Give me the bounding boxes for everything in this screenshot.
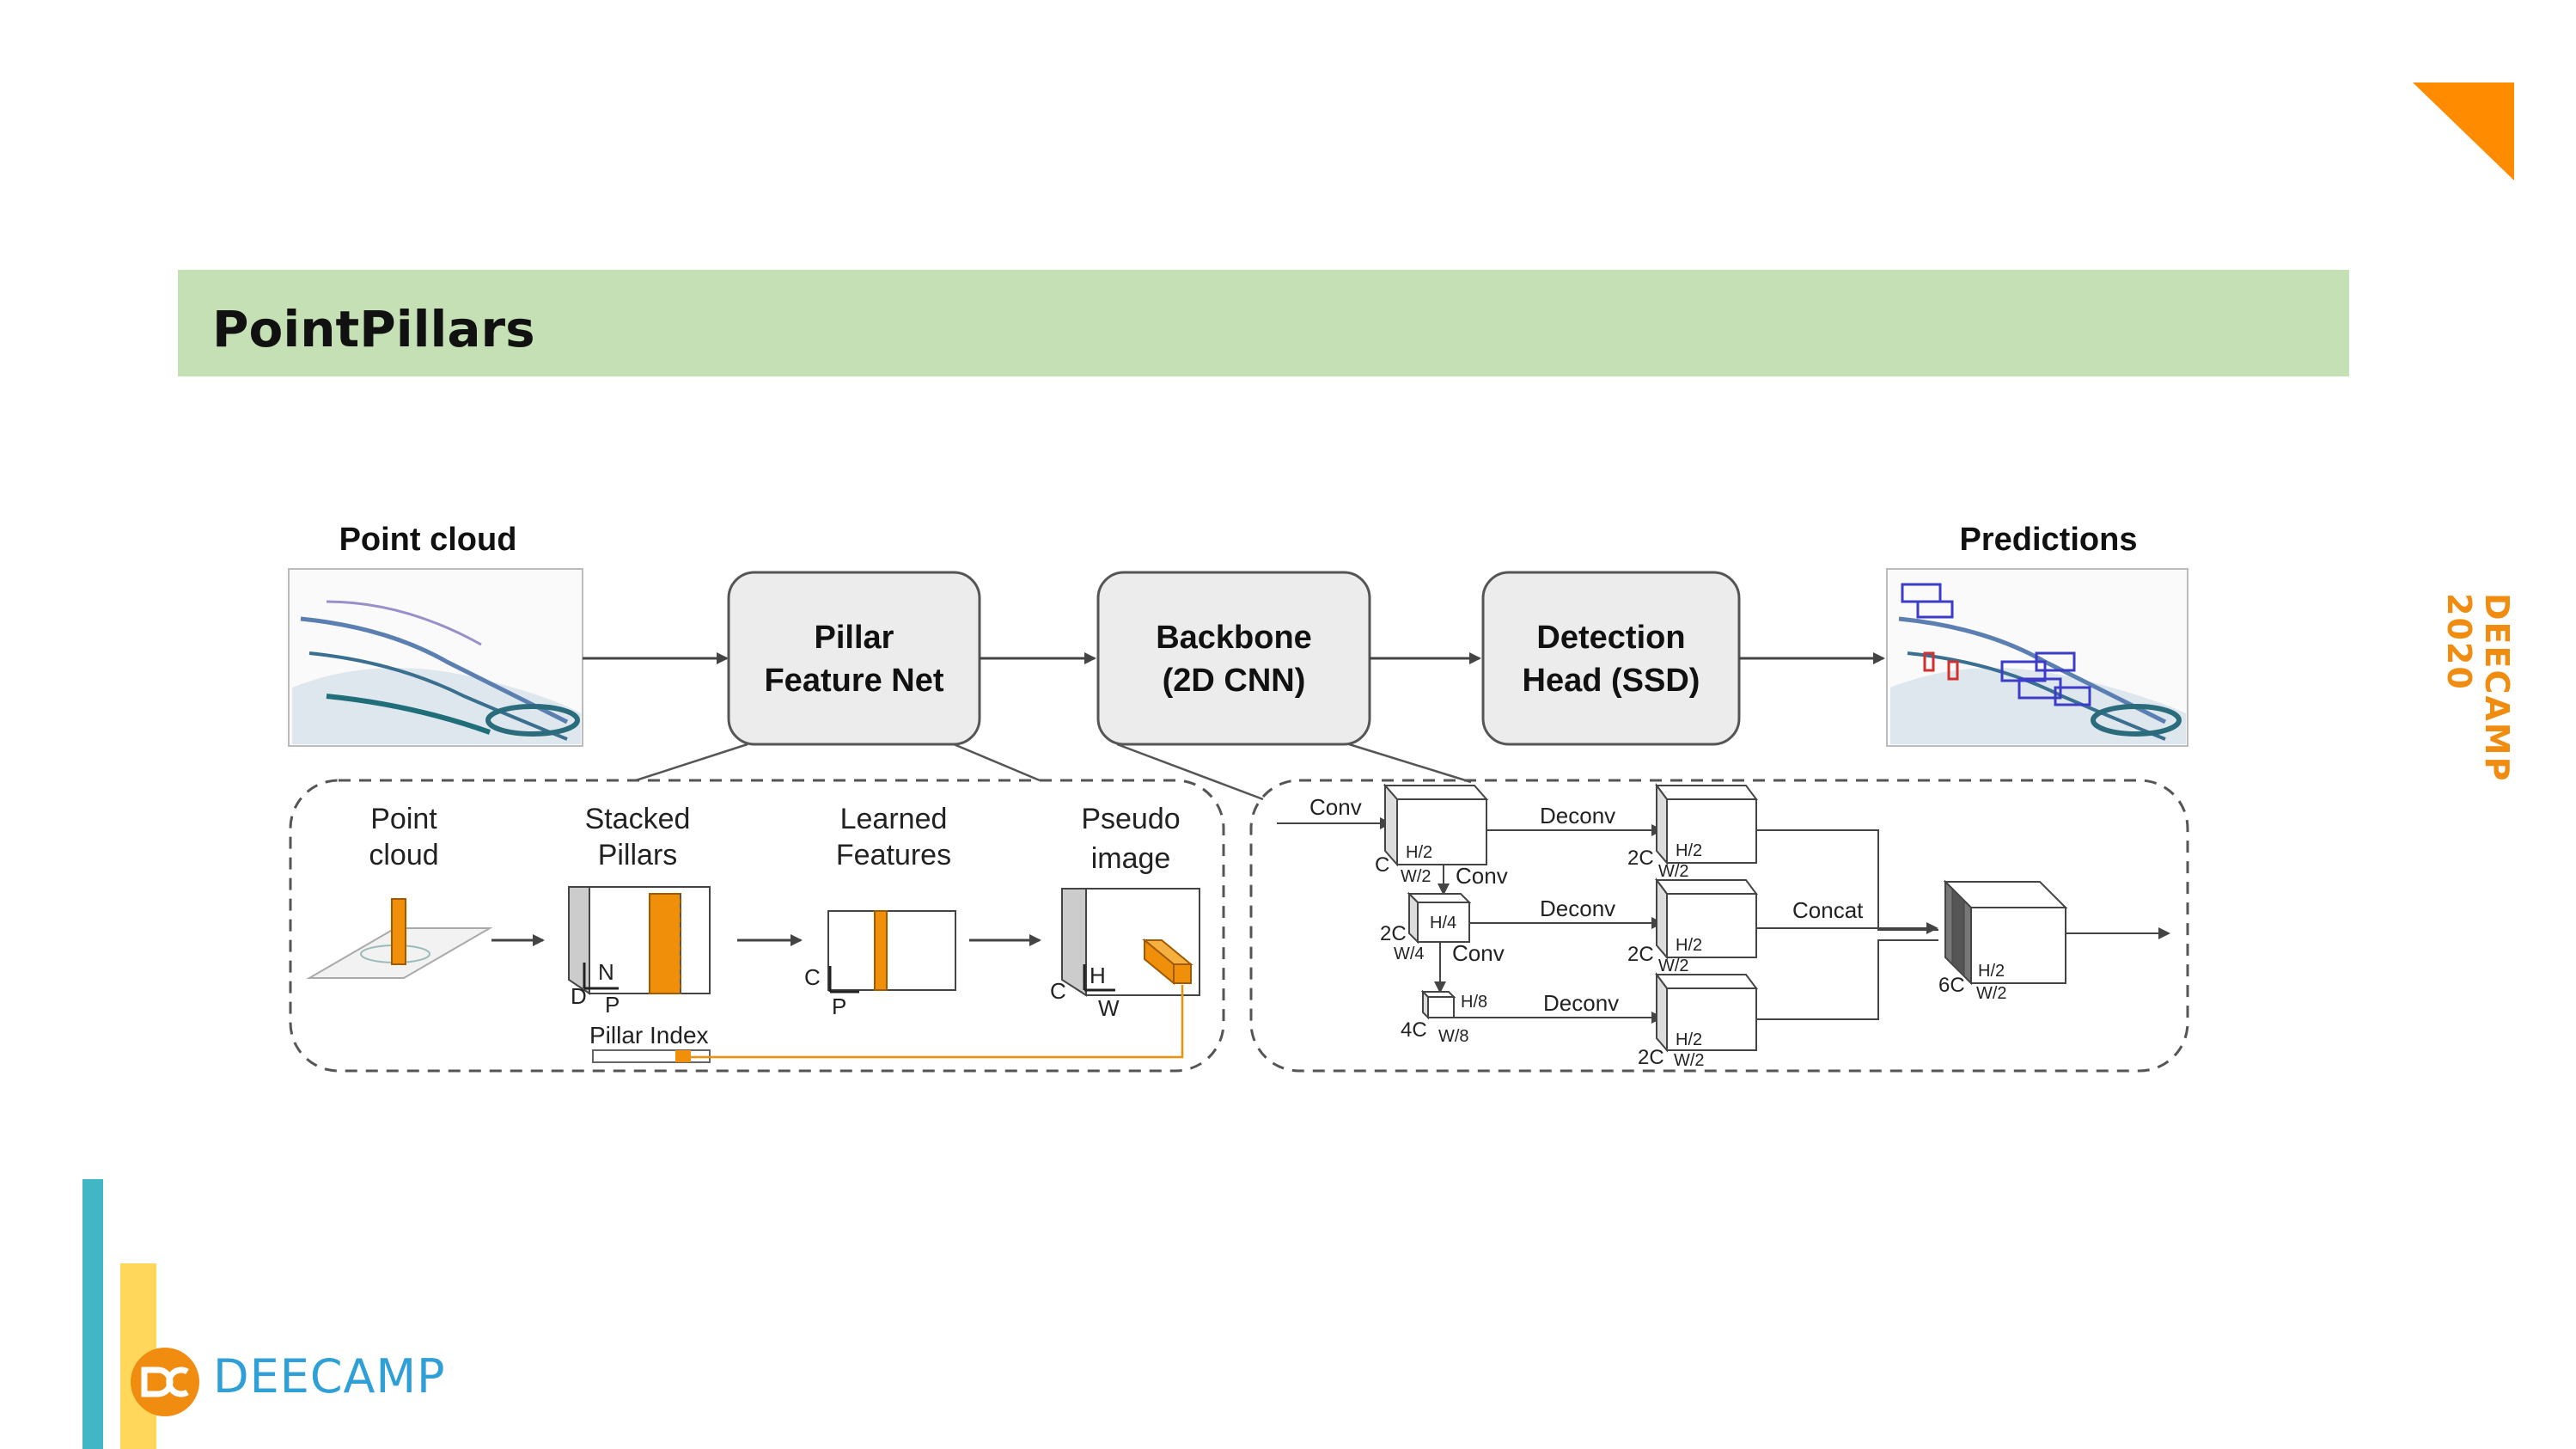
input-point-cloud-image [288, 568, 583, 747]
dim-6c: 6C [1938, 974, 1965, 997]
deconv-label-2: Deconv [1540, 896, 1615, 921]
axis-w-label: W [1098, 995, 1120, 1021]
stacked-pillars-label-line2: Pillars [598, 839, 678, 871]
axis-c-label-2: C [1050, 978, 1066, 1004]
head-label-line2: Head (SSD) [1523, 663, 1700, 699]
point-cloud-label-line1: Point [370, 803, 437, 835]
point-cloud-label-line2: cloud [369, 839, 438, 871]
conv-block-1: C H/2 W/2 [1375, 783, 1489, 886]
head-label-line1: Detection [1536, 620, 1685, 656]
backbone-box: Backbone (2D CNN) [1096, 571, 1371, 746]
learned-features-label-line1: Learned [840, 803, 948, 835]
axis-p-label-2: P [832, 994, 846, 1019]
pillar-feature-net-box: Pillar Feature Net [727, 571, 981, 746]
stacked-pillars-label-line1: Stacked [585, 803, 691, 835]
dim-h2-2: H/2 [1676, 841, 1702, 860]
corner-triangle-icon [2413, 83, 2514, 180]
concat-block: 6C H/2 W/2 [1938, 879, 2068, 1003]
slide-title: PointPillars [212, 300, 535, 358]
dim-w2-2: W/2 [1658, 862, 1689, 881]
dim-w2-1: W/2 [1401, 867, 1431, 886]
axis-d-label: D [571, 983, 587, 1009]
dim-2c-3: 2C [1627, 943, 1654, 966]
dim-4c: 4C [1401, 1018, 1427, 1042]
conv-label-1: Conv [1309, 794, 1362, 820]
conv-label-2: Conv [1456, 863, 1508, 889]
pseudo-image-label-line2: image [1091, 842, 1171, 875]
stacked-pillars-icon: D N P [568, 886, 711, 1018]
dim-w2-3: W/2 [1658, 957, 1689, 975]
dim-h4: H/4 [1430, 914, 1456, 932]
pseudo-image-label-line1: Pseudo [1081, 803, 1180, 835]
dim-w2-5: W/2 [1976, 984, 2007, 1003]
backbone-label-line1: Backbone [1156, 620, 1312, 656]
axis-n-label: N [598, 959, 614, 985]
dim-h2-1: H/2 [1406, 843, 1432, 862]
dim-h2-3: H/2 [1676, 936, 1702, 955]
dim-w2-4: W/2 [1674, 1051, 1705, 1070]
learned-features-label-line2: Features [836, 839, 951, 871]
axis-h-label: H [1090, 963, 1106, 988]
dim-2c-1: 2C [1380, 922, 1407, 945]
deconv-label-1: Deconv [1540, 803, 1615, 828]
dim-c: C [1375, 853, 1389, 877]
concat-label: Concat [1792, 897, 1864, 923]
learned-features-icon: C P [804, 910, 956, 1019]
dim-w4: W/4 [1394, 945, 1425, 963]
conv-block-2: 2C H/4 W/4 [1380, 891, 1472, 963]
logo-text: DEECAMP [213, 1349, 446, 1403]
pseudo-image-icon: C H W [1050, 888, 1200, 1021]
pillar-index-label: Pillar Index [589, 1022, 709, 1049]
axis-c-label: C [804, 964, 821, 990]
conv-block-3: 4C H/8 W/8 [1401, 989, 1487, 1046]
accent-bar-blue [82, 1179, 103, 1449]
pillar-index-bar [592, 985, 1184, 1063]
pfn-label-line2: Feature Net [764, 663, 943, 699]
detection-head-box: Detection Head (SSD) [1481, 571, 1741, 746]
axis-p-label: P [605, 992, 620, 1018]
pfn-label-line1: Pillar [815, 620, 894, 656]
title-bar: PointPillars [178, 270, 2349, 376]
dim-h2-5: H/2 [1978, 962, 2005, 981]
dim-2c-4: 2C [1638, 1046, 1664, 1069]
deconv-block-1: 2C H/2 W/2 [1627, 783, 1758, 881]
input-label: Point cloud [339, 522, 517, 558]
dim-h2-4: H/2 [1676, 1030, 1702, 1049]
backbone-label-line2: (2D CNN) [1163, 663, 1306, 699]
output-predictions-image [1886, 568, 2188, 747]
output-label: Predictions [1960, 522, 2138, 558]
dim-2c-2: 2C [1627, 847, 1654, 870]
deconv-label-3: Deconv [1543, 990, 1619, 1016]
deecamp-logo-icon [131, 1348, 199, 1416]
side-label: DEECAMP 2020 [2440, 593, 2516, 783]
deconv-block-3: 2C H/2 W/2 [1638, 972, 1758, 1070]
pfn-detail-panel: Point cloud Stacked Pillars D N P Learne… [289, 779, 1225, 1073]
deconv-block-2: 2C H/2 W/2 [1627, 877, 1758, 975]
backbone-detail-panel: Conv C H/2 W/2 Conv 2C H/4 W/4 Conv 4C [1249, 779, 2189, 1073]
dim-w8: W/8 [1438, 1027, 1469, 1046]
point-cloud-small-icon [306, 898, 493, 979]
conv-label-3: Conv [1452, 940, 1505, 966]
dim-h8: H/8 [1461, 993, 1487, 1012]
